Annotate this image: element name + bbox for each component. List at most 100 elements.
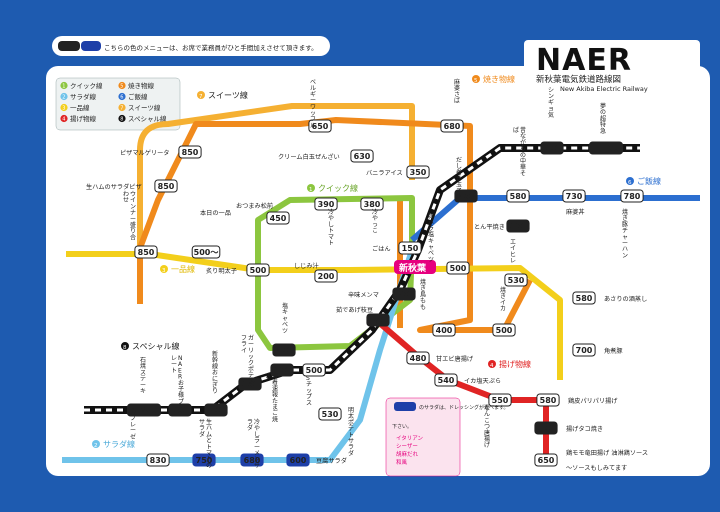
logo-title-ja: 新秋葉電気鉄道路線図 (536, 74, 621, 85)
svg-text:焼き物線: 焼き物線 (483, 74, 515, 84)
station-name: 冷やっこ (372, 208, 378, 235)
station-price: 780 (624, 192, 641, 201)
station-price-box (204, 403, 228, 417)
station-name: 麻婆さば (454, 78, 460, 105)
station-price: 500 (250, 266, 267, 275)
dressing-option: 和風 (396, 458, 408, 466)
line-label-salad: 2 サラダ線 (92, 439, 135, 449)
station-name: 焼き鳥もも (420, 278, 426, 311)
station-name: 豚バラ塩キャベツ (428, 213, 434, 263)
note-swatch-dark (58, 41, 80, 51)
station-price: 900 (544, 144, 561, 153)
station-name: 明太ポテトサラダ (348, 407, 354, 457)
dressing-box (385, 397, 461, 477)
sweets-line (137, 103, 415, 248)
station-name: 〜ソースもしみてます (566, 465, 627, 472)
station-name: 生ハムのサラダピザ (86, 183, 142, 191)
station-price-box (446, 261, 470, 275)
station-price: 500 (496, 326, 513, 335)
station-price-box (240, 453, 264, 467)
station-price: 480 (410, 354, 427, 363)
station-price: 850 (182, 148, 199, 157)
station-name: 石焼ステーキ (140, 357, 146, 395)
station-name: 揚げタコ焼き (566, 425, 603, 433)
station-price-box (434, 373, 458, 387)
logo-box (524, 40, 700, 94)
svg-text:1: 1 (62, 84, 65, 90)
station-name: 甘エビ唐揚げ (436, 355, 474, 363)
station-price: 680 (444, 122, 461, 131)
station-price-box (366, 313, 390, 327)
station-price-box (308, 119, 332, 133)
station-name-cont: レート (171, 355, 177, 374)
station-price-box (360, 197, 384, 211)
svg-text:1: 1 (309, 187, 313, 193)
station-price-box (454, 189, 478, 203)
logo-letters: NAER (536, 43, 632, 78)
station-price: 550 (492, 396, 509, 405)
station-ippin-today: 500〜本日の一品 (191, 209, 231, 259)
station-name: 鶏モモ竜田揚げ 油淋鶏ソース (566, 449, 648, 457)
station-price: 600 (538, 424, 555, 433)
station-name: ごはん (372, 245, 391, 253)
svg-text:2: 2 (62, 95, 65, 101)
station-price: 680 (244, 456, 261, 465)
station-name: 角煮豚 (604, 347, 623, 355)
station-name: 焼きイカ (500, 286, 506, 313)
station-price-box (318, 407, 342, 421)
station-name: 豆腐サラダ (316, 457, 347, 465)
station-price: 650 (242, 380, 259, 389)
station-price-box (562, 189, 586, 203)
station-name: イカ塩天ぷら (464, 377, 501, 385)
station-price-box (146, 453, 170, 467)
station-price-box (506, 189, 530, 203)
station-name: ウインナー盛り合 (130, 190, 136, 241)
station-price-box (168, 403, 192, 417)
svg-text:3: 3 (62, 106, 65, 112)
station-price-box (492, 323, 516, 337)
station-name: とん平焼き (474, 223, 505, 231)
line-label-agemono: 4 揚げ物線 (488, 359, 531, 369)
header-note: こちらの色のメニューは、お席で業務員がひと手間加えさせて頂きます。 (104, 43, 318, 52)
svg-text:5: 5 (120, 84, 123, 90)
station-price: 500 (450, 264, 467, 273)
station-price-box (572, 343, 596, 357)
station-price: 750 (196, 456, 213, 465)
station-price-box (127, 403, 161, 417)
station-name: 炙り明太子 (206, 267, 237, 275)
station-price-box (154, 179, 178, 193)
station-price-box (350, 149, 374, 163)
svg-text:クイック線: クイック線 (70, 81, 103, 90)
note-swatch-blue (81, 41, 101, 51)
station-name: だし巻き玉子 (456, 157, 462, 195)
station-name: おつまみ松前 (236, 202, 273, 210)
station-price: 500〜 (194, 248, 219, 257)
station-price-box (432, 323, 456, 337)
station-price: 450 (270, 214, 287, 223)
hub-station (394, 260, 436, 274)
station-price-box (314, 197, 338, 211)
svg-text:一品線: 一品線 (171, 264, 195, 274)
station-name: しじみ汁 (294, 262, 319, 270)
